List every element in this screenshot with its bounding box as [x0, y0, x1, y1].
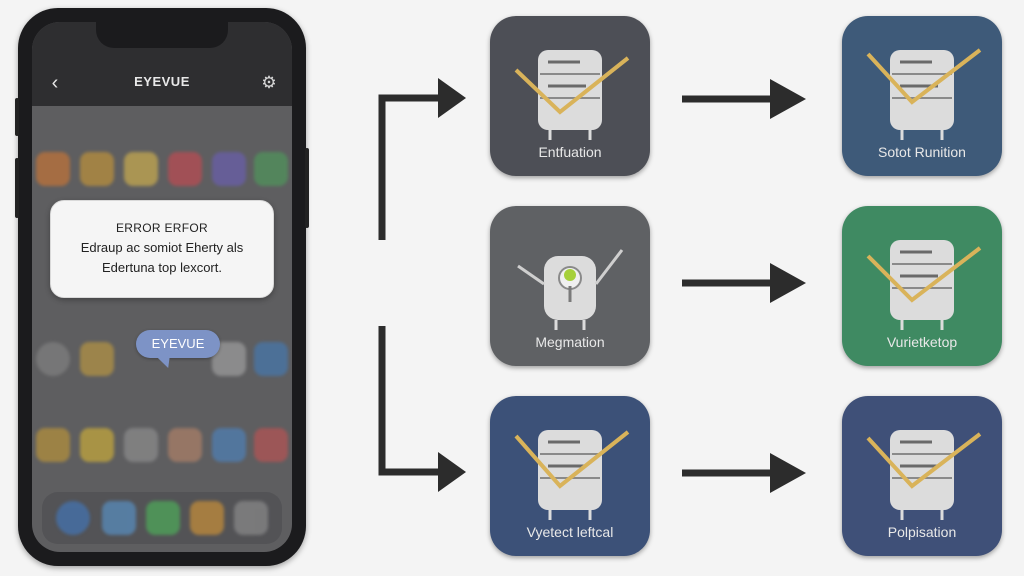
volume-up-button	[15, 98, 19, 136]
error-message-line: Edraup ac somiot Eherty als	[80, 240, 244, 255]
app-icon[interactable]	[56, 501, 90, 535]
app-icon[interactable]	[212, 152, 246, 186]
flow-arrow	[682, 453, 806, 493]
server-check-icon	[866, 430, 982, 520]
lower-branch-line	[378, 326, 444, 476]
chevron-left-icon[interactable]: ‹	[51, 72, 59, 94]
arrowhead-icon	[770, 263, 806, 303]
app-icon[interactable]	[80, 342, 114, 376]
app-grid	[32, 106, 292, 552]
phone-mockup: ‹ EYEVUE ⚙	[15, 8, 309, 566]
error-dialog: ERROR ERFOR Edraup ac somiot Eherty als …	[50, 200, 274, 298]
app-dock	[42, 492, 282, 544]
power-button	[305, 148, 309, 228]
app-icon[interactable]	[254, 342, 288, 376]
app-icon[interactable]	[36, 152, 70, 186]
node-sotot-runition[interactable]: Sotot Runition	[842, 16, 1002, 176]
app-title: EYEVUE	[134, 74, 190, 89]
speech-bubble: EYEVUE	[136, 330, 220, 358]
app-icon[interactable]	[80, 152, 114, 186]
node-label: Vurietketop	[886, 334, 958, 350]
server-check-icon	[514, 50, 630, 140]
app-icon[interactable]	[168, 428, 202, 462]
app-icon[interactable]	[234, 501, 268, 535]
phone-notch	[96, 22, 228, 48]
arrowhead-icon	[438, 452, 466, 492]
node-vurietketop[interactable]: Vurietketop	[842, 206, 1002, 366]
node-megmation[interactable]: Megmation	[490, 206, 650, 366]
app-icon[interactable]	[124, 428, 158, 462]
app-icon[interactable]	[36, 342, 70, 376]
node-label: Sotot Runition	[878, 144, 966, 160]
app-icon[interactable]	[80, 428, 114, 462]
node-vyetect-leftcal[interactable]: Vyetect leftcal	[490, 396, 650, 556]
node-polpisation[interactable]: Polpisation	[842, 396, 1002, 556]
app-icon[interactable]	[146, 501, 180, 535]
arrowhead-icon	[438, 78, 466, 118]
flow-arrow	[682, 263, 806, 303]
server-check-icon	[866, 48, 982, 140]
node-label: Polpisation	[887, 524, 957, 540]
volume-down-button	[15, 158, 19, 218]
phone-screen: ‹ EYEVUE ⚙	[32, 22, 292, 552]
error-title: ERROR ERFOR	[116, 221, 208, 235]
app-icon[interactable]	[254, 428, 288, 462]
app-icon[interactable]	[168, 152, 202, 186]
arrowhead-icon	[770, 79, 806, 119]
gear-icon[interactable]: ⚙	[261, 73, 277, 92]
node-label: Megmation	[535, 334, 605, 350]
server-check-icon	[514, 430, 630, 520]
app-icon[interactable]	[254, 152, 288, 186]
app-icon[interactable]	[212, 428, 246, 462]
flow-arrow	[682, 79, 806, 119]
app-icon[interactable]	[190, 501, 224, 535]
app-icon[interactable]	[36, 428, 70, 462]
node-label: Entfuation	[538, 144, 602, 160]
server-bulb-icon	[517, 249, 624, 330]
arrowhead-icon	[770, 453, 806, 493]
app-icon[interactable]	[124, 152, 158, 186]
server-check-icon	[866, 240, 982, 330]
error-message-line: Edertuna top lexcort.	[102, 260, 222, 275]
upper-branch-line	[378, 94, 444, 240]
node-label: Vyetect leftcal	[526, 524, 614, 540]
branch-connector	[378, 78, 466, 492]
app-icon[interactable]	[102, 501, 136, 535]
node-entfuation[interactable]: Entfuation	[490, 16, 650, 176]
